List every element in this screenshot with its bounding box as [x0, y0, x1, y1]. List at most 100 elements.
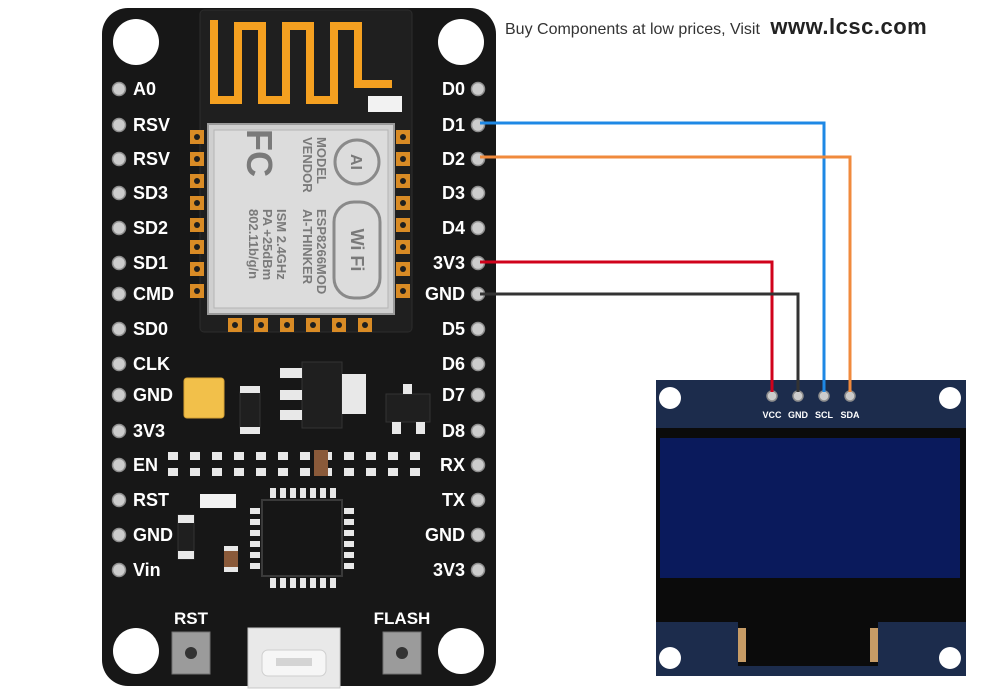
pin-hole-left-0	[111, 81, 127, 97]
pin-label-right-d1-1: D1	[442, 115, 465, 135]
capacitor	[183, 377, 225, 419]
pin-hole-right-1	[470, 117, 486, 133]
pin-label-left-rsv-2: RSV	[133, 149, 170, 169]
pin-hole-right-2	[470, 151, 486, 167]
smd-transistor	[385, 384, 431, 434]
pin-hole-left-7	[111, 321, 127, 337]
pin-label-right-gnd-6: GND	[425, 284, 465, 304]
pin-label-right-d8-10: D8	[442, 421, 465, 441]
pin-label-right-d3-3: D3	[442, 183, 465, 203]
usb-uart-chip	[250, 488, 354, 588]
oled-pin-label-scl: SCL	[815, 410, 834, 420]
pin-hole-right-11	[470, 457, 486, 473]
pin-label-left-rst-12: RST	[133, 490, 169, 510]
banner: Buy Components at low prices, Visit www.…	[505, 14, 927, 40]
pin-hole-right-4	[470, 220, 486, 236]
oled-hole-tl	[659, 387, 681, 409]
pin-hole-left-14	[111, 562, 127, 578]
wifi-logo-icon	[332, 200, 382, 300]
pin-label-left-gnd-9: GND	[133, 385, 173, 405]
oled-pin-hole-vcc	[766, 390, 778, 402]
wire-d1-scl	[480, 121, 826, 392]
pin-label-left-a0-0: A0	[133, 79, 156, 99]
rst-button[interactable]	[171, 631, 211, 675]
oled-pin-label-sda: SDA	[840, 410, 860, 420]
fc-logo-text: FC	[239, 129, 280, 177]
oled-pin-label-gnd: GND	[788, 410, 809, 420]
mount-hole-tl	[113, 19, 159, 65]
smd-part	[368, 96, 402, 112]
pin-hole-right-14	[470, 562, 486, 578]
module-label-vendor: VENDOR	[300, 137, 315, 193]
module-label-model: MODEL	[314, 137, 329, 184]
pin-hole-right-3	[470, 185, 486, 201]
wifi-logo-text: Wi Fi	[347, 229, 367, 272]
oled-pin-label-vcc: VCC	[762, 410, 782, 420]
ai-logo-icon	[333, 138, 381, 186]
pin-hole-right-9	[470, 387, 486, 403]
banner-site: www.lcsc.com	[770, 14, 928, 39]
oled-pin-hole-scl	[818, 390, 830, 402]
wire-gnd-gnd	[480, 292, 800, 392]
pin-hole-right-13	[470, 527, 486, 543]
wire-d2-sda	[480, 155, 852, 392]
nodemcu-board: MODEL VENDOR ESP8266MOD AI-THINKER ISM 2…	[102, 8, 496, 689]
module-pads	[190, 130, 410, 332]
pin-label-right-gnd-13: GND	[425, 525, 465, 545]
pin-label-right-d2-2: D2	[442, 149, 465, 169]
wires	[480, 121, 852, 392]
pin-label-left-gnd-13: GND	[133, 525, 173, 545]
pin-label-left-cmd-6: CMD	[133, 284, 174, 304]
pin-hole-left-12	[111, 492, 127, 508]
smd-led	[200, 494, 236, 508]
rst-button-label: RST	[174, 609, 209, 628]
pin-hole-right-7	[470, 321, 486, 337]
pin-label-right-d4-4: D4	[442, 218, 465, 238]
mount-hole-bl	[113, 628, 159, 674]
pin-hole-left-1	[111, 117, 127, 133]
pin-label-left-3v3-10: 3V3	[133, 421, 165, 441]
left-pin-header: A0RSVRSVSD3SD2SD1CMDSD0CLKGND3V3ENRSTGND…	[111, 79, 174, 580]
module-label-80211: 802.11b/g/n	[246, 209, 261, 279]
pin-hole-left-10	[111, 423, 127, 439]
micro-usb-port[interactable]	[247, 627, 341, 689]
pin-hole-left-5	[111, 255, 127, 271]
pin-hole-right-10	[470, 423, 486, 439]
module-label-thinker: AI-THINKER	[300, 209, 315, 285]
pin-label-right-d0-0: D0	[442, 79, 465, 99]
smd-resistor-row	[168, 450, 420, 476]
pin-label-left-sd1-5: SD1	[133, 253, 168, 273]
pin-label-left-sd0-7: SD0	[133, 319, 168, 339]
pin-label-right-tx-12: TX	[442, 490, 465, 510]
oled-hole-tr	[939, 387, 961, 409]
oled-pin-hole-gnd	[792, 390, 804, 402]
pin-hole-left-3	[111, 185, 127, 201]
mount-hole-tr	[438, 19, 484, 65]
flash-button-label: FLASH	[374, 609, 431, 628]
voltage-regulator	[280, 361, 366, 429]
pin-hole-left-9	[111, 387, 127, 403]
pin-label-right-d6-8: D6	[442, 354, 465, 374]
mount-hole-br	[438, 628, 484, 674]
oled-screen	[660, 438, 960, 578]
smd-part-left	[177, 514, 195, 560]
module-label-ism: ISM 2.4GHz	[274, 209, 289, 280]
pin-hole-left-2	[111, 151, 127, 167]
oled-hole-br	[939, 647, 961, 669]
module-label-esp: ESP8266MOD	[314, 209, 329, 294]
flash-button[interactable]	[382, 631, 422, 675]
pin-label-left-sd3-3: SD3	[133, 183, 168, 203]
oled-pin-hole-sda	[844, 390, 856, 402]
pin-hole-left-8	[111, 356, 127, 372]
pin-label-right-d7-9: D7	[442, 385, 465, 405]
smd-capacitor-small	[224, 546, 238, 572]
pin-label-left-clk-8: CLK	[133, 354, 170, 374]
pin-label-left-rsv-1: RSV	[133, 115, 170, 135]
oled-display: VCC GND SCL SDA	[656, 380, 966, 676]
ai-logo-text: AI	[347, 154, 364, 170]
banner-text: Buy Components at low prices, Visit	[505, 21, 760, 38]
pcb-antenna	[210, 20, 392, 104]
pin-label-right-3v3-14: 3V3	[433, 560, 465, 580]
